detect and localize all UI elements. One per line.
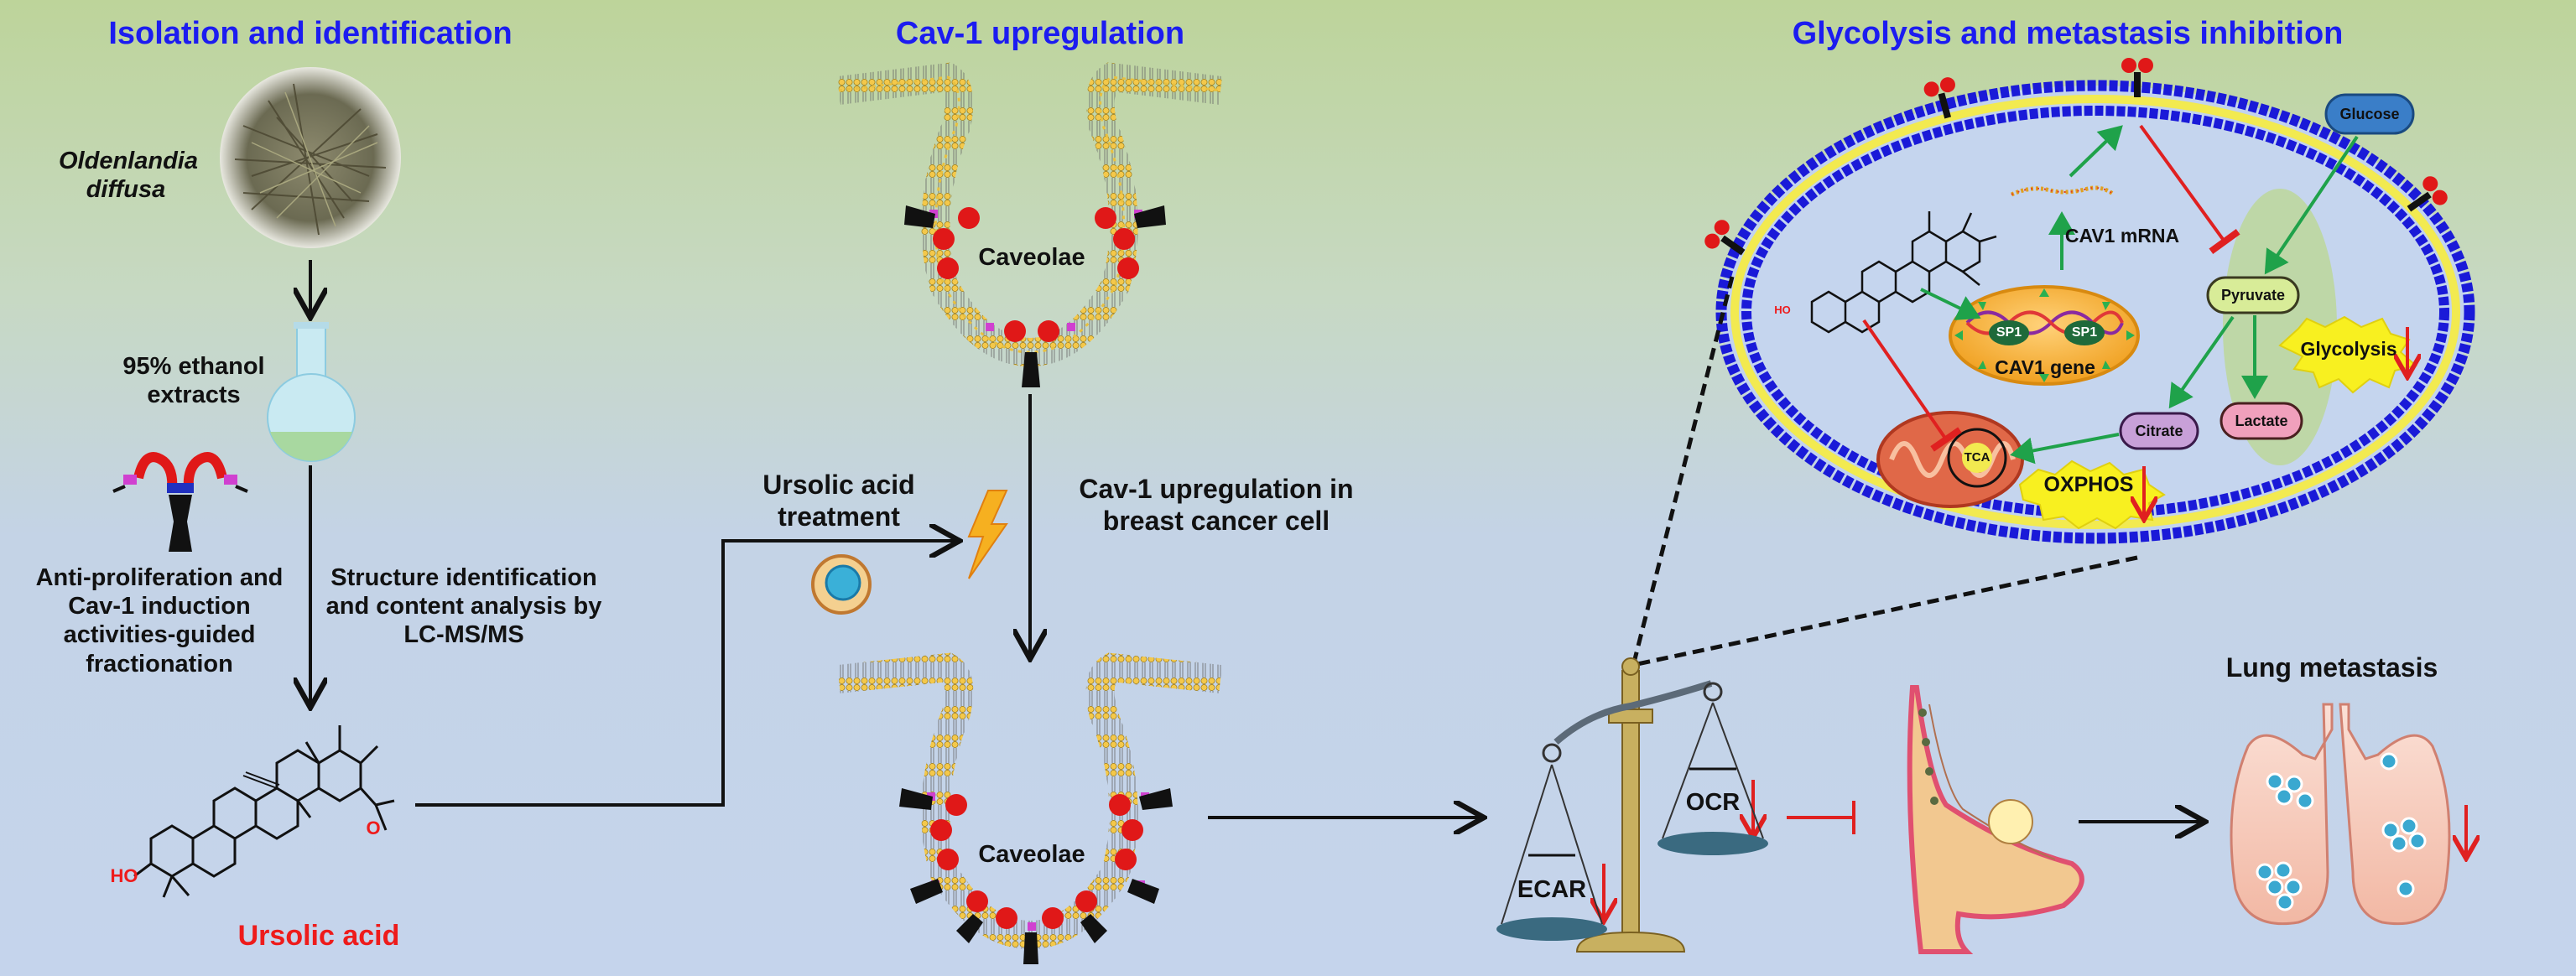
zoom-lines bbox=[1631, 276, 2138, 667]
citrate-label: Citrate bbox=[2135, 423, 2183, 439]
extract-label: 95% ethanol extracts bbox=[122, 353, 265, 409]
compound-o-label: O bbox=[366, 818, 381, 838]
glycolysis-label: Glycolysis bbox=[2300, 338, 2397, 360]
tca-label: TCA bbox=[1964, 450, 1991, 465]
balance-scale bbox=[1496, 657, 1768, 953]
cancer-cell-icon bbox=[811, 554, 872, 615]
pyruvate-pill bbox=[2206, 276, 2300, 314]
compound-name-label: Ursolic acid bbox=[237, 920, 400, 952]
herb-name-label: Oldenlandia diffusa bbox=[59, 148, 198, 204]
lactate-label: Lactate bbox=[2235, 413, 2288, 429]
caveolae-bottom bbox=[837, 652, 1222, 964]
pyruvate-label: Pyruvate bbox=[2220, 287, 2286, 304]
treatment-label: Ursolic acid treatment bbox=[762, 470, 915, 532]
lung-metastasis-label: Lung metastasis bbox=[2225, 652, 2438, 683]
cav1-mrna-label: CAV1 mRNA bbox=[2064, 225, 2180, 247]
cav1-mrna-strand bbox=[2010, 185, 2115, 197]
cav1-gene-label: CAV1 gene bbox=[1995, 356, 2095, 378]
section-title-glycolysis: Glycolysis and metastasis inhibition bbox=[1792, 16, 2344, 51]
upregulation-label: Cav-1 upregulation in breast cancer cell bbox=[1079, 474, 1354, 536]
lungs bbox=[2230, 703, 2451, 926]
section-title-isolation: Isolation and identification bbox=[108, 16, 513, 51]
caveolae-top-label: Caveolae bbox=[978, 244, 1085, 271]
caveolae-bottom-label: Caveolae bbox=[978, 841, 1085, 868]
section-title-cav1: Cav-1 upregulation bbox=[895, 16, 1185, 51]
inner-ursolic-structure bbox=[1810, 211, 1997, 334]
caveolin-receptor-icon bbox=[112, 452, 248, 552]
inner-ho-label: HO bbox=[1774, 304, 1791, 316]
down-arrows bbox=[1604, 327, 2466, 918]
cell-receptors bbox=[1704, 58, 2448, 256]
ursolic-acid-structure bbox=[133, 725, 395, 898]
sp1-label-a: SP1 bbox=[1996, 325, 2022, 340]
arrow-compound-to-treatment bbox=[415, 541, 956, 807]
nucleus bbox=[1949, 285, 2140, 386]
pathway-arrows bbox=[1862, 124, 2359, 465]
mitochondrion bbox=[1876, 411, 2024, 508]
fractionation-label: Anti-proliferation and Cav-1 induction a… bbox=[35, 564, 284, 677]
herb-photo bbox=[220, 67, 401, 248]
citrate-pill bbox=[2119, 412, 2199, 450]
structure-analysis-label: Structure identification and content ana… bbox=[325, 564, 602, 649]
lightning-icon bbox=[967, 490, 1008, 579]
caveolae-top bbox=[836, 62, 1223, 387]
ocr-label: OCR bbox=[1685, 789, 1741, 816]
glucose-label: Glucose bbox=[2339, 106, 2400, 122]
ecar-label: ECAR bbox=[1517, 876, 1587, 903]
lactate-pill bbox=[2220, 402, 2303, 440]
sp1-label-b: SP1 bbox=[2071, 325, 2098, 340]
breast-tumor bbox=[1907, 685, 2084, 954]
compound-ho-label: HO bbox=[110, 865, 138, 886]
flask-icon bbox=[267, 322, 356, 462]
oxphos-label: OXPHOS bbox=[2043, 473, 2134, 496]
glucose-pill bbox=[2324, 93, 2415, 135]
